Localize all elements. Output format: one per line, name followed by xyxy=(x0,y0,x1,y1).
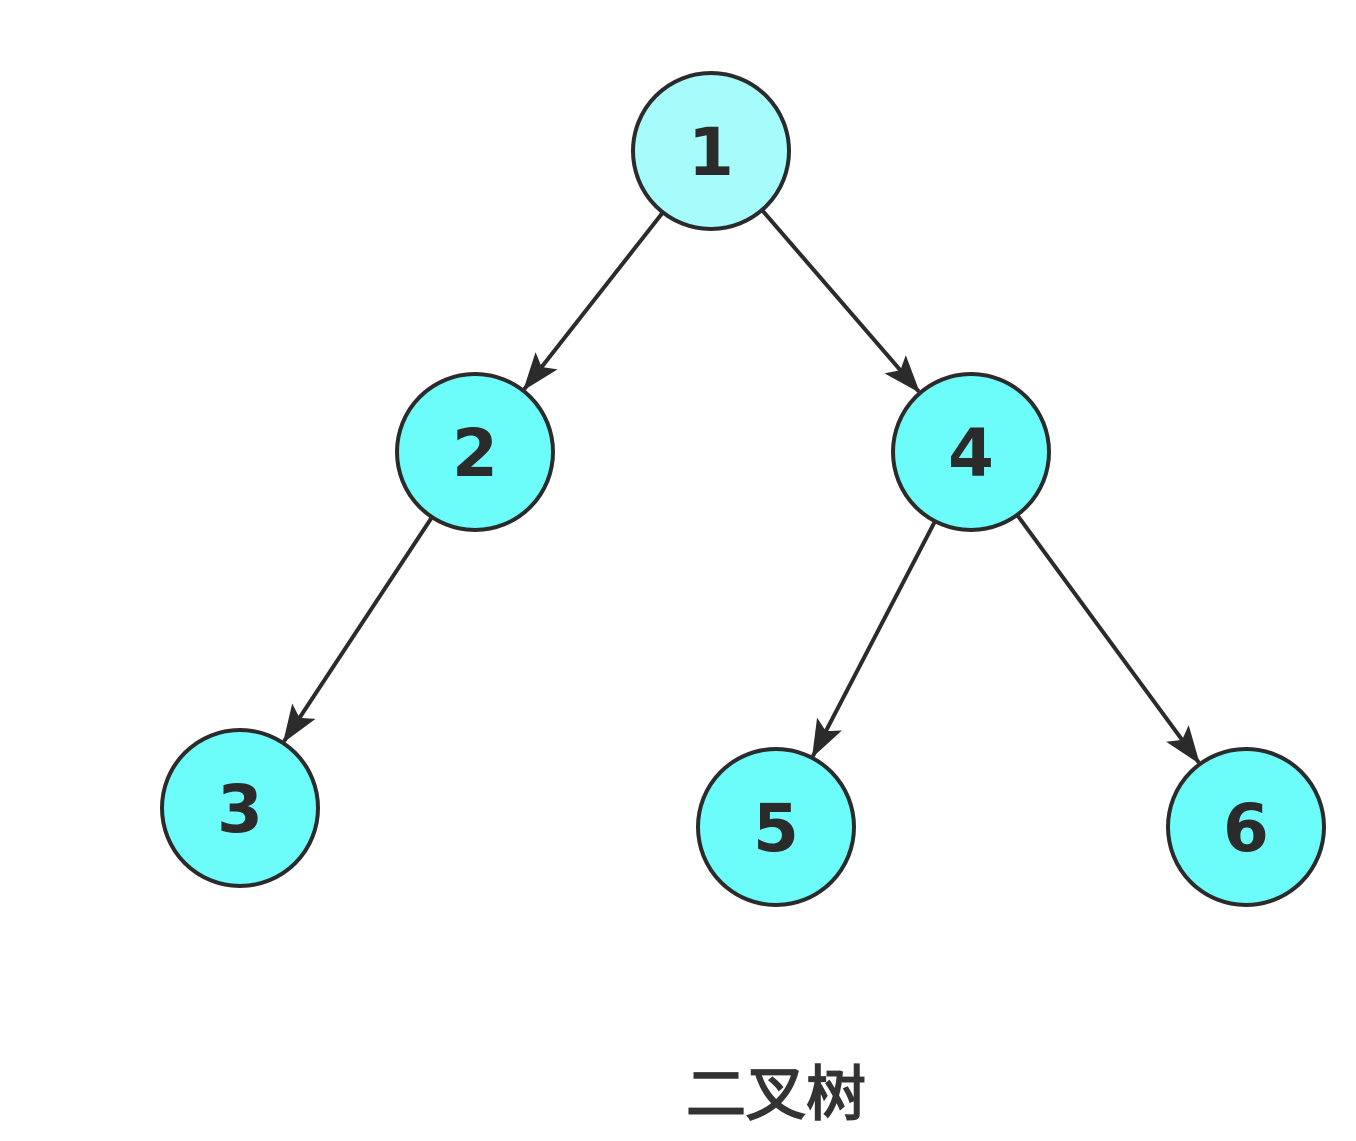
edge-n1-to-n4 xyxy=(757,205,921,393)
edges-layer xyxy=(282,205,1201,765)
edge-n4-to-n5 xyxy=(811,516,939,758)
node-label: 1 xyxy=(688,114,734,191)
tree-node-1: 1 xyxy=(631,71,791,231)
tree-node-6: 6 xyxy=(1166,747,1326,907)
edge-n4-to-n6 xyxy=(1013,510,1201,765)
edge-n2-to-n3 xyxy=(282,512,436,743)
diagram-caption: 二叉树 xyxy=(686,1060,866,1130)
edge-n1-to-n2 xyxy=(522,208,667,391)
node-circle xyxy=(891,372,1051,532)
nodes-layer: 1 2 3 4 5 6 xyxy=(160,71,1326,907)
node-label: 5 xyxy=(753,790,799,867)
tree-node-5: 5 xyxy=(696,747,856,907)
tree-node-2: 2 xyxy=(395,372,555,532)
node-circle xyxy=(631,71,791,231)
node-circle xyxy=(395,372,555,532)
node-circle xyxy=(160,728,320,888)
tree-node-3: 3 xyxy=(160,728,320,888)
tree-node-4: 4 xyxy=(891,372,1051,532)
node-label: 4 xyxy=(948,415,994,492)
node-label: 2 xyxy=(452,415,498,492)
node-label: 3 xyxy=(217,771,263,848)
node-circle xyxy=(1166,747,1326,907)
node-label: 6 xyxy=(1223,790,1269,867)
node-circle xyxy=(696,747,856,907)
